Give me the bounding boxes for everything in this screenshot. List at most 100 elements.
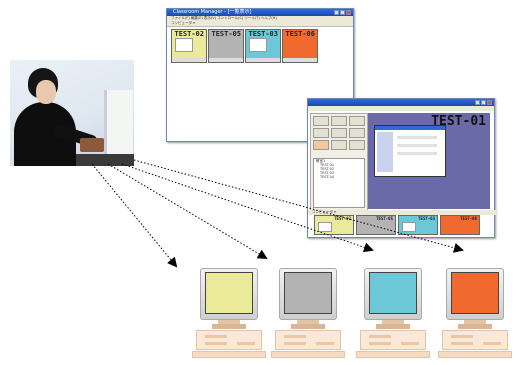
remote-dialog-row <box>397 152 437 155</box>
teacher-face <box>36 80 56 104</box>
case-slot <box>451 342 473 345</box>
desk-device <box>80 138 104 152</box>
strip-thumbnail-label: TEST-02 <box>334 216 351 221</box>
remote-dialog-pane <box>377 132 393 172</box>
keyboard <box>192 351 266 358</box>
tree-item[interactable]: TEST-02 <box>320 167 335 171</box>
tree-item[interactable]: 教室1 <box>316 159 326 163</box>
thumbnail-label: TEST-05 <box>211 30 241 38</box>
remote-dialog-row <box>397 136 437 139</box>
monitor-base <box>458 324 492 329</box>
student-pc-1 <box>192 268 266 358</box>
monitor <box>446 268 504 320</box>
thumbnail-label: TEST-06 <box>285 30 315 38</box>
thumbnail-label: TEST-02 <box>174 30 204 38</box>
case-slot <box>483 342 501 345</box>
control-button[interactable] <box>349 140 365 150</box>
control-button[interactable] <box>331 116 347 126</box>
tree-item[interactable]: TEST-03 <box>320 171 335 175</box>
monitor-screen <box>369 272 417 314</box>
monitor <box>200 268 258 320</box>
thumbnail-label: TEST-03 <box>248 30 278 38</box>
overview-titlebar[interactable]: Classroom Manager - [一覧表示] <box>167 9 353 16</box>
student-pc-2 <box>271 268 345 358</box>
strip-thumbnail-label: TEST-03 <box>418 216 435 221</box>
case-slot <box>237 342 255 345</box>
computer-tree: 教室1 TEST-01 TEST-02 TEST-03 TEST-04 <box>313 158 365 208</box>
control-button[interactable] <box>313 140 329 150</box>
close-button[interactable] <box>346 10 351 15</box>
remote-dialog <box>374 125 446 177</box>
arrow-to-pc-3 <box>121 163 374 253</box>
control-panel: 教室1 TEST-01 TEST-02 TEST-03 TEST-04 <box>310 113 368 211</box>
maximize-button[interactable] <box>481 100 486 105</box>
thumbnail-caption <box>283 58 317 62</box>
case-slot <box>401 342 419 345</box>
control-button[interactable] <box>331 128 347 138</box>
control-button[interactable] <box>349 116 365 126</box>
case-slot <box>369 335 391 338</box>
thumbnail-caption <box>209 58 243 62</box>
case-slot <box>205 342 227 345</box>
overview-menubar[interactable]: ファイル(F) 編集(E) 表示(V) コントロール(C) ツール(T) ヘルプ… <box>167 16 353 21</box>
thumbnail-window <box>318 222 332 232</box>
monitor-in-photo <box>104 90 133 166</box>
computer-case <box>442 330 508 350</box>
student-pc-3 <box>356 268 430 358</box>
arrow-to-pc-4 <box>133 159 464 253</box>
monitor-base <box>291 324 325 329</box>
case-slot <box>369 342 391 345</box>
monitor-neck <box>297 320 319 325</box>
tree-item[interactable]: TEST-01 <box>320 163 335 167</box>
teacher-photo <box>10 60 134 166</box>
strip-thumbnail-4[interactable]: TEST-06 <box>440 215 480 235</box>
remote-dialog-titlebar <box>375 126 445 130</box>
strip-thumbnail-label: TEST-05 <box>376 216 393 221</box>
thumbnail-2[interactable]: TEST-05 <box>208 29 244 63</box>
thumbnail-4[interactable]: TEST-06 <box>282 29 318 63</box>
case-slot <box>284 335 306 338</box>
control-button[interactable] <box>313 128 329 138</box>
case-slot <box>316 342 334 345</box>
monitor-screen <box>451 272 499 314</box>
strip-thumbnail-label: TEST-06 <box>460 216 477 221</box>
strip-thumbnail-2[interactable]: TEST-05 <box>356 215 396 235</box>
control-button[interactable] <box>313 116 329 126</box>
thumbnail-strip: TEST-02 TEST-05 TEST-03 TEST-06 <box>314 215 480 235</box>
thumbnail-1[interactable]: TEST-02 <box>171 29 207 63</box>
tree-item[interactable]: TEST-04 <box>320 175 335 179</box>
overview-toolbar[interactable]: コンピュータ ▾ <box>167 21 353 27</box>
minimize-button[interactable] <box>334 10 339 15</box>
monitor-base <box>376 324 410 329</box>
thumbnail-window <box>249 38 267 52</box>
monitor-screen <box>284 272 332 314</box>
remote-desktop-view[interactable]: TEST-01 <box>368 113 490 209</box>
monitor-screen <box>205 272 253 314</box>
remote-view-titlebar[interactable] <box>308 99 494 106</box>
close-button[interactable] <box>487 100 492 105</box>
thumbnail-3[interactable]: TEST-03 <box>245 29 281 63</box>
computer-case <box>360 330 426 350</box>
control-button[interactable] <box>349 128 365 138</box>
thumbnail-window <box>402 222 416 232</box>
minimize-button[interactable] <box>475 100 480 105</box>
thumbnail-caption <box>246 58 280 62</box>
monitor-base <box>212 324 246 329</box>
strip-thumbnail-1[interactable]: TEST-02 <box>314 215 354 235</box>
keyboard <box>438 351 512 358</box>
thumbnail-window <box>175 38 193 52</box>
student-pc-4 <box>438 268 512 358</box>
keyboard <box>271 351 345 358</box>
case-slot <box>284 342 306 345</box>
remote-dialog-row <box>397 144 437 147</box>
remote-view-menubar[interactable] <box>308 106 494 111</box>
thumbnail-grid: TEST-02 TEST-05 TEST-03 TEST-06 <box>171 29 318 63</box>
maximize-button[interactable] <box>340 10 345 15</box>
strip-thumbnail-3[interactable]: TEST-03 <box>398 215 438 235</box>
case-slot <box>205 335 227 338</box>
remote-view-window: 教室1 TEST-01 TEST-02 TEST-03 TEST-04 TEST… <box>307 98 498 238</box>
control-button[interactable] <box>331 140 347 150</box>
monitor <box>364 268 422 320</box>
monitor <box>279 268 337 320</box>
